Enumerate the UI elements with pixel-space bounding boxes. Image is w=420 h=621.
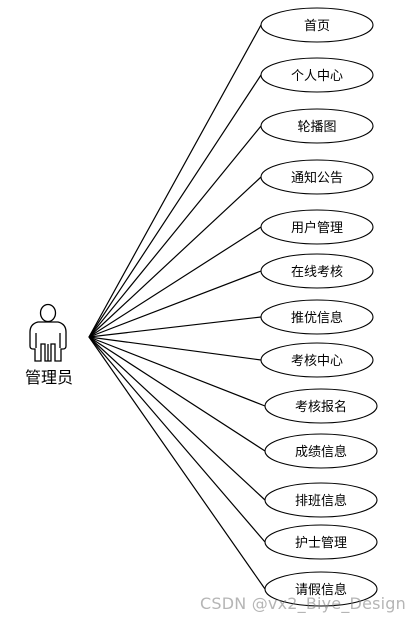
actor-head	[39, 303, 57, 323]
use-case-ellipse	[260, 7, 374, 43]
use-case-node: 轮播图	[260, 108, 374, 144]
use-case-label: 请假信息	[295, 582, 347, 598]
use-case-node: 排班信息	[264, 482, 378, 518]
actor-label: 管理员	[25, 368, 73, 387]
association-line	[88, 336, 266, 501]
use-case-node: 个人中心	[260, 57, 374, 93]
use-case-label: 个人中心	[291, 69, 343, 84]
use-case-ellipse	[260, 159, 374, 195]
use-case-node: 护士管理	[264, 524, 378, 560]
use-case-node: 请假信息	[264, 571, 378, 607]
actor-figure: 管理员	[25, 303, 73, 387]
use-case-node: 在线考核	[260, 253, 374, 289]
association-line	[88, 316, 262, 338]
use-case-label: 成绩信息	[295, 444, 347, 460]
association-line	[88, 336, 262, 361]
association-line	[88, 270, 262, 338]
use-case-ellipse	[264, 482, 378, 518]
use-case-ellipse	[260, 299, 374, 335]
use-case-label: 在线考核	[291, 265, 343, 280]
actor-icon	[29, 303, 67, 362]
use-case-label: 首页	[304, 19, 330, 34]
use-case-node: 考核中心	[260, 342, 374, 378]
watermark: CSDN @vx2_Biye_Design	[200, 594, 406, 613]
use-case-label: 排班信息	[295, 493, 347, 509]
use-case-label: 考核中心	[291, 354, 343, 369]
association-line	[88, 336, 266, 407]
use-case-ellipse	[260, 108, 374, 144]
use-case-label: 护士管理	[295, 536, 347, 551]
association-line	[88, 74, 262, 338]
use-case-node: 首页	[260, 7, 374, 43]
use-case-ellipse	[264, 571, 378, 607]
use-case-label: 用户管理	[291, 220, 343, 236]
use-case-label: 轮播图	[297, 120, 336, 135]
use-case-ellipse	[264, 524, 378, 560]
association-line	[88, 226, 262, 338]
association-line	[88, 336, 266, 590]
use-case-group: 首页个人中心轮播图通知公告用户管理在线考核推优信息考核中心考核报名成绩信息排班信…	[260, 7, 378, 607]
use-case-ellipse	[264, 433, 378, 469]
use-case-node: 通知公告	[260, 159, 374, 195]
association-lines	[88, 24, 266, 590]
use-case-node: 推优信息	[260, 299, 374, 335]
association-line	[88, 24, 262, 338]
use-case-node: 考核报名	[264, 388, 378, 424]
actor-body	[29, 321, 67, 362]
use-case-label: 考核报名	[295, 399, 347, 415]
use-case-node: 成绩信息	[264, 433, 378, 469]
association-line	[88, 336, 266, 452]
use-case-node: 用户管理	[260, 209, 374, 245]
association-line	[88, 125, 262, 338]
use-case-ellipse	[260, 57, 374, 93]
use-case-ellipse	[260, 342, 374, 378]
association-line	[88, 336, 266, 543]
use-case-label: 推优信息	[291, 310, 343, 326]
association-line	[88, 176, 262, 338]
use-case-ellipse	[260, 253, 374, 289]
use-case-ellipse	[264, 388, 378, 424]
use-case-ellipse	[260, 209, 374, 245]
use-case-label: 通知公告	[291, 170, 343, 186]
